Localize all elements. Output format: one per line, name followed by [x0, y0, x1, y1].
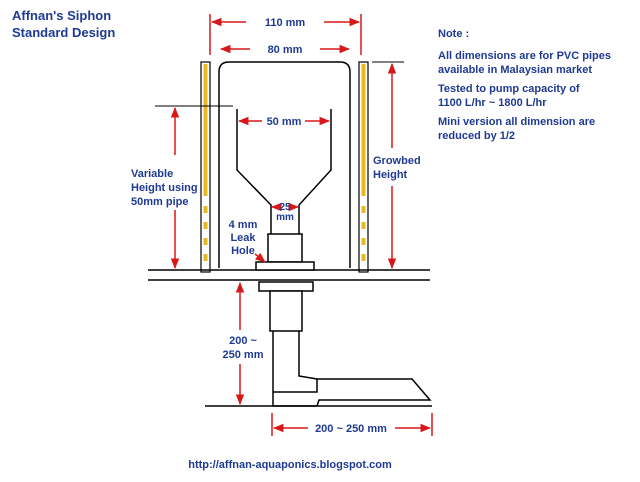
label-growbed-height-1: Growbed	[373, 155, 421, 167]
title-line-1: Affnan's Siphon	[12, 8, 111, 23]
label-variable-height-2: Height using	[131, 182, 198, 194]
notes-block: Note : All dimensions are for PVC pipes …	[438, 28, 611, 142]
label-funnel-width: 50 mm	[267, 116, 302, 128]
label-throat-width-2: mm	[276, 212, 294, 223]
funnel-right	[298, 109, 332, 234]
notes-line-3: Tested to pump capacity of	[438, 83, 580, 95]
notes-line-1: All dimensions are for PVC pipes	[438, 50, 611, 62]
label-variable-height-1: Variable	[131, 168, 173, 180]
notes-line-4: 1100 L/hr ~ 1800 L/hr	[438, 97, 547, 109]
title-line-2: Standard Design	[12, 25, 115, 40]
bell-left-wall	[200, 61, 211, 273]
funnel	[236, 109, 272, 234]
label-leak-hole-1: 4 mm	[229, 219, 258, 231]
notes-line-5: Mini version all dimension are	[438, 116, 595, 128]
notes-line-2: available in Malaysian market	[438, 64, 592, 76]
label-leak-hole-3: Hole	[231, 245, 255, 257]
drain-pipe-outline	[298, 331, 318, 380]
label-throat-width-1: 25	[279, 202, 291, 213]
leak-hole-arrow	[254, 252, 266, 263]
footer-url: http://affnan-aquaponics.blogspot.com	[188, 459, 392, 471]
bulkhead-bottom-nut	[258, 281, 314, 292]
label-leak-hole-2: Leak	[230, 232, 256, 244]
label-outer-width: 110 mm	[265, 17, 306, 29]
label-growbed-height-2: Height	[373, 169, 408, 181]
stand-pipe-lower	[269, 290, 303, 332]
inner-cap	[218, 61, 351, 268]
label-drop-2: 250 mm	[223, 349, 264, 361]
bell-right-wall	[358, 61, 369, 273]
bulkhead-top-nut	[255, 261, 315, 271]
label-horizontal: 200 ~ 250 mm	[315, 423, 387, 435]
label-inner-width: 80 mm	[268, 44, 303, 56]
drain-elbow	[272, 331, 432, 407]
notes-heading: Note :	[438, 28, 469, 40]
notes-line-6: reduced by 1/2	[438, 130, 515, 142]
stand-pipe-upper	[267, 233, 303, 263]
label-variable-height-3: 50mm pipe	[131, 196, 188, 208]
label-drop-1: 200 ~	[229, 335, 257, 347]
